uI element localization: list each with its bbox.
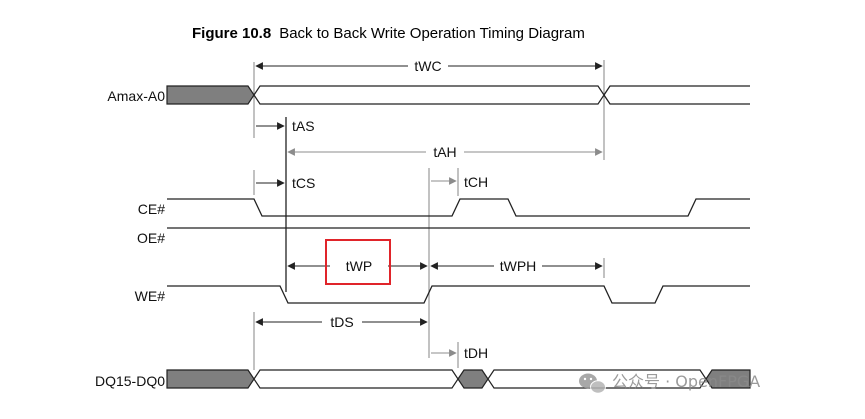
address-invalid-region xyxy=(166,85,255,105)
watermark-text: 公众号 · OpenFPGA xyxy=(612,372,760,391)
twp-label-bg xyxy=(330,243,388,283)
signal-label-we: WE# xyxy=(135,288,166,304)
signal-label-address: Amax-A0 xyxy=(107,88,165,104)
address-next-top xyxy=(603,85,750,96)
dq-bus-waveform xyxy=(166,369,751,389)
dq-invalid-region-2 xyxy=(457,369,489,389)
tah-label: tAH xyxy=(433,144,456,160)
figure-caption: Back to Back Write Operation Timing Diag… xyxy=(279,25,585,42)
tah-label-bg xyxy=(426,144,464,160)
signal-label-dq: DQ15-DQ0 xyxy=(95,373,165,389)
address-next-bottom xyxy=(603,94,750,105)
twph-label-bg xyxy=(494,258,542,274)
tas-label: tAS xyxy=(292,118,315,134)
dq-invalid-region-1 xyxy=(166,369,255,389)
figure-title: Figure 10.8 Back to Back Write Operation … xyxy=(192,25,585,42)
address-valid-region xyxy=(253,85,605,105)
twph-label: tWPH xyxy=(500,258,537,274)
twp-label: tWP xyxy=(346,258,372,274)
twc-label-bg xyxy=(408,58,448,74)
figure-number: Figure 10.8 xyxy=(192,25,271,42)
tch-label: tCH xyxy=(464,174,488,190)
signal-label-oe: OE# xyxy=(137,230,165,246)
tdh-label: tDH xyxy=(464,345,488,361)
watermark: 公众号 · OpenFPGA xyxy=(579,372,760,394)
tcs-label: tCS xyxy=(292,175,315,191)
dq-invalid-region-3 xyxy=(705,369,751,389)
dq-valid-region-1 xyxy=(253,369,459,389)
ce-waveform xyxy=(167,198,750,217)
tds-label-bg xyxy=(322,314,362,330)
signal-label-ce: CE# xyxy=(138,201,165,217)
wechat-icon xyxy=(579,373,606,394)
twp-highlight-box xyxy=(325,239,391,285)
we-waveform xyxy=(167,285,750,304)
address-bus-waveform xyxy=(166,85,750,105)
tds-label: tDS xyxy=(330,314,353,330)
twc-label: tWC xyxy=(414,58,441,74)
